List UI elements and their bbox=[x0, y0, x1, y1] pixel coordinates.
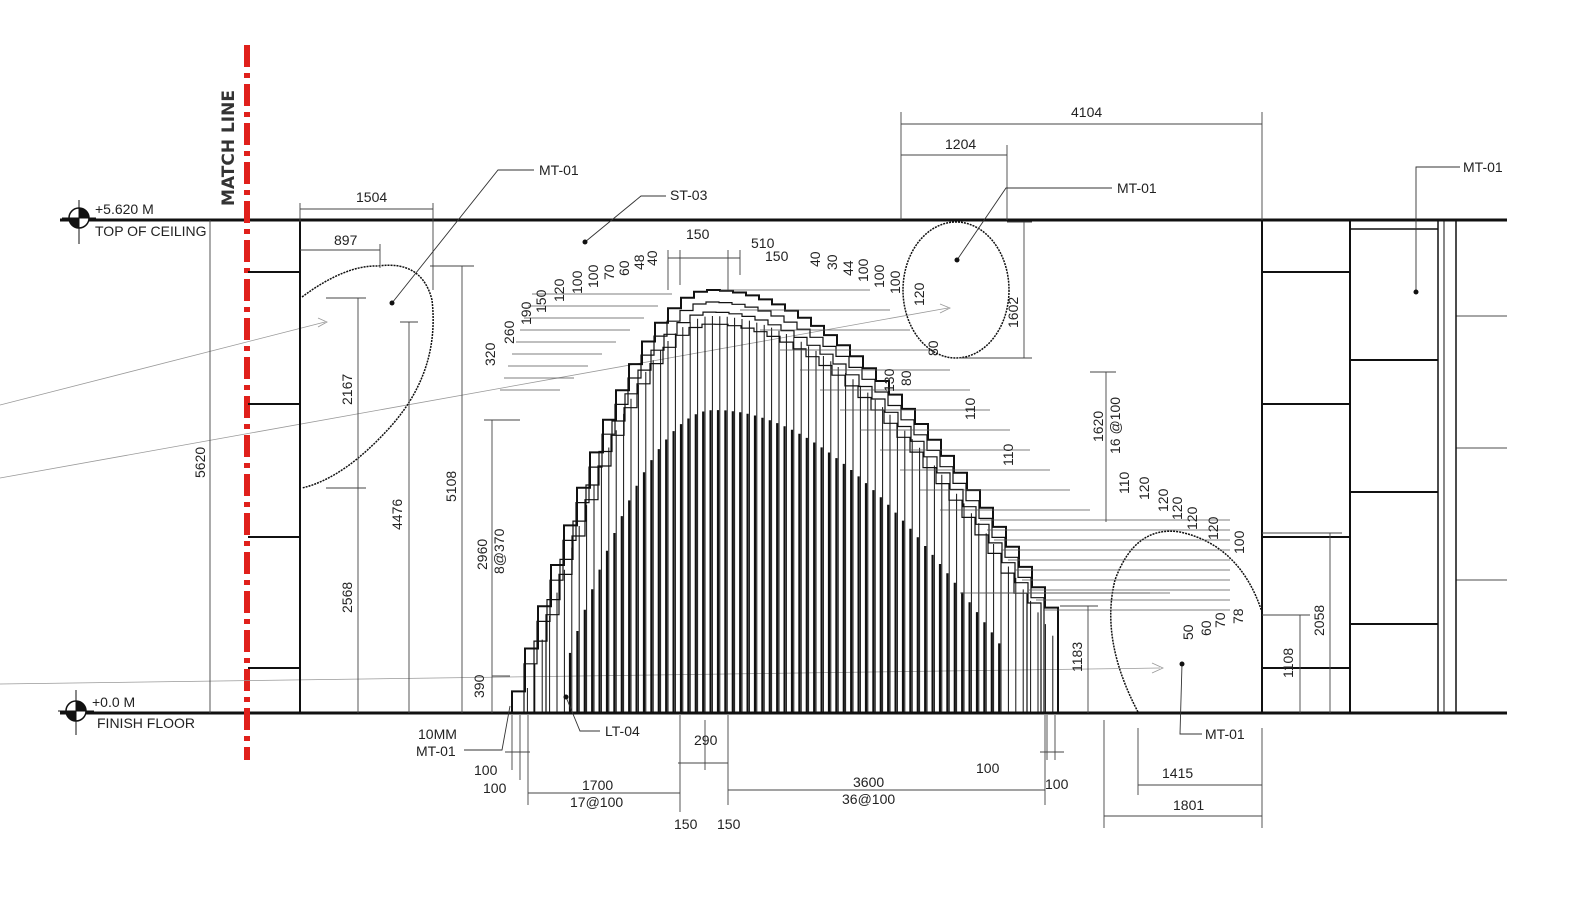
tag-mt01-floor: MT-01 bbox=[416, 743, 456, 759]
dim-120-e: 120 bbox=[1169, 496, 1185, 520]
dim-1801: 1801 bbox=[1173, 797, 1204, 813]
dim-1602: 1602 bbox=[1005, 297, 1021, 328]
dim-5620: 5620 bbox=[192, 447, 208, 478]
dim-60-bottom: 60 bbox=[1198, 620, 1214, 636]
dim-110-b: 110 bbox=[1000, 443, 1016, 466]
dim-100-right: 100 bbox=[855, 258, 871, 282]
match-line-label: MATCH LINE bbox=[219, 90, 239, 206]
stepped-arch-feature bbox=[500, 289, 1230, 713]
dim-100-b: 100 bbox=[483, 780, 507, 796]
dim-44-right: 44 bbox=[840, 260, 856, 276]
tag-lt04: LT-04 bbox=[605, 723, 640, 739]
right-wall-panels bbox=[902, 220, 1507, 713]
dim-2058: 2058 bbox=[1311, 605, 1327, 636]
leader-lines bbox=[391, 166, 1460, 751]
dim-120-stair: 120 bbox=[551, 278, 567, 302]
dim-390: 390 bbox=[471, 674, 487, 698]
tag-mt01-bottom: MT-01 bbox=[1205, 726, 1245, 742]
dim-2167: 2167 bbox=[339, 374, 355, 405]
dim-110-c: 110 bbox=[1116, 471, 1132, 494]
dim-8at370: 8@370 bbox=[491, 528, 507, 574]
dim-70-bottom: 70 bbox=[1212, 612, 1228, 628]
dim-40-stair: 40 bbox=[644, 250, 660, 266]
match-line: MATCH LINE bbox=[219, 45, 250, 760]
dim-1415: 1415 bbox=[1162, 765, 1193, 781]
dim-1108: 1108 bbox=[1280, 648, 1296, 678]
dim-110-a: 110 bbox=[962, 397, 978, 420]
dim-1183: 1183 bbox=[1069, 642, 1085, 672]
floor-level-value: +0.0 M bbox=[92, 694, 135, 710]
dim-2568: 2568 bbox=[339, 582, 355, 613]
dim-40-right: 40 bbox=[807, 251, 823, 267]
arch-step-outline bbox=[545, 323, 1028, 713]
dim-100-a: 100 bbox=[474, 762, 498, 778]
dimension-lines bbox=[209, 112, 1342, 828]
dim-5108: 5108 bbox=[443, 471, 459, 502]
dim-150-top: 150 bbox=[686, 226, 710, 242]
dim-30-right: 30 bbox=[824, 254, 840, 270]
dim-78: 78 bbox=[1230, 608, 1246, 624]
dim-320: 320 bbox=[482, 342, 498, 366]
dim-80-right: 80 bbox=[925, 340, 941, 356]
dim-150-bottom-left: 150 bbox=[674, 816, 698, 832]
floor-level-name: FINISH FLOOR bbox=[97, 715, 195, 731]
dim-100-stair: 100 bbox=[569, 270, 585, 294]
dim-100-h: 100 bbox=[1231, 530, 1247, 554]
dim-120-d: 120 bbox=[1155, 488, 1171, 512]
dim-100-right2: 100 bbox=[871, 264, 887, 288]
guide-lines bbox=[0, 303, 1164, 685]
arch-step-outline bbox=[511, 289, 1059, 713]
dim-80-right2: 80 bbox=[898, 370, 914, 386]
dim-120-right: 120 bbox=[911, 282, 927, 306]
dim-3600: 3600 bbox=[853, 774, 884, 790]
dim-1204: 1204 bbox=[945, 136, 976, 152]
dim-120-g: 120 bbox=[1205, 516, 1221, 540]
dim-48-stair: 48 bbox=[631, 254, 647, 270]
tag-mt01-top-right: MT-01 bbox=[1117, 180, 1157, 196]
dim-290: 290 bbox=[694, 732, 718, 748]
dim-1700: 1700 bbox=[582, 777, 613, 793]
dim-70-stair: 70 bbox=[601, 264, 617, 280]
dim-150-stair: 150 bbox=[533, 289, 549, 313]
tag-10mm: 10MM bbox=[418, 726, 457, 742]
dim-50: 50 bbox=[1180, 624, 1196, 640]
dim-4104: 4104 bbox=[1071, 104, 1102, 120]
ceiling-level-value: +5.620 M bbox=[95, 201, 154, 217]
dim-897: 897 bbox=[334, 232, 358, 248]
floor-level-marker: +0.0 M FINISH FLOOR bbox=[58, 690, 195, 735]
dimension-labels: 1504 897 4104 1204 150 510 150 1415 1801… bbox=[334, 104, 1204, 832]
dim-120-c: 120 bbox=[1136, 476, 1152, 500]
dim-36at100: 36@100 bbox=[842, 791, 895, 807]
dim-100-stair2: 100 bbox=[585, 264, 601, 288]
dim-4476: 4476 bbox=[389, 499, 405, 530]
arch-step-outline bbox=[533, 311, 1042, 713]
tag-mt01-far-right: MT-01 bbox=[1463, 159, 1503, 175]
ceiling-level-marker: +5.620 M TOP OF CEILING bbox=[62, 200, 207, 244]
dim-100-d: 100 bbox=[1045, 776, 1069, 792]
dim-190: 190 bbox=[518, 301, 534, 325]
dim-1504: 1504 bbox=[356, 189, 387, 205]
dim-16at100: 16 @100 bbox=[1107, 397, 1123, 454]
material-tags: MT-01 ST-03 MT-01 MT-01 MT-01 LT-04 10MM… bbox=[416, 159, 1503, 759]
dim-100-c: 100 bbox=[976, 760, 1000, 776]
ceiling-level-name: TOP OF CEILING bbox=[95, 223, 207, 239]
leader-dots bbox=[389, 239, 1419, 700]
tag-mt01-left: MT-01 bbox=[539, 162, 579, 178]
dim-510: 510 bbox=[751, 235, 775, 251]
dim-17at100: 17@100 bbox=[570, 794, 623, 810]
tag-st03: ST-03 bbox=[670, 187, 708, 203]
vertical-dimension-labels: 5620 2167 2568 4476 5108 2960 8@370 390 … bbox=[192, 250, 1327, 698]
dim-60-stair: 60 bbox=[616, 260, 632, 276]
dim-2960: 2960 bbox=[474, 539, 490, 570]
dim-100-right3: 100 bbox=[887, 270, 903, 294]
arch-step-outline bbox=[523, 301, 1045, 713]
dim-130-right: 130 bbox=[881, 368, 897, 392]
dim-150-bottom-right: 150 bbox=[717, 816, 741, 832]
left-wall-panels bbox=[248, 220, 434, 713]
dim-1620: 1620 bbox=[1090, 411, 1106, 442]
dim-120-f: 120 bbox=[1184, 506, 1200, 530]
dim-150-top2: 150 bbox=[765, 248, 789, 264]
dim-260: 260 bbox=[501, 320, 517, 344]
